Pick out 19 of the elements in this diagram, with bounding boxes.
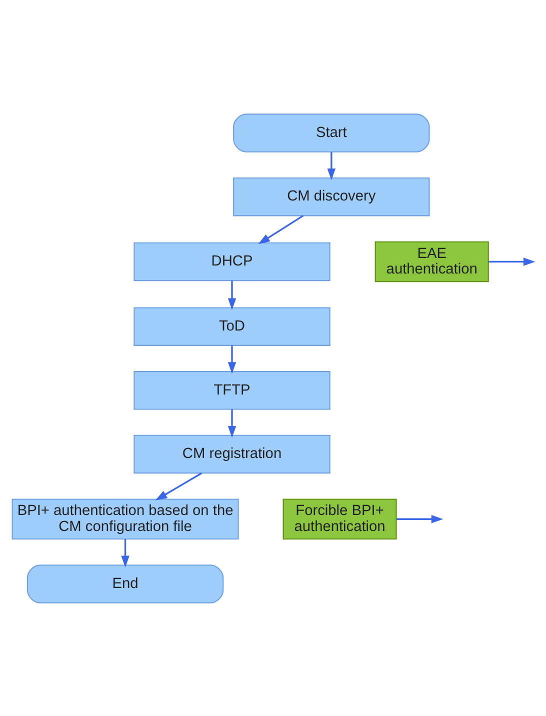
arrow	[155, 472, 202, 500]
node-box: DHCP	[134, 242, 330, 281]
arrow	[228, 280, 236, 310]
arrow	[488, 257, 536, 266]
node-box: CM discovery	[233, 176, 430, 216]
node-box: TFTP	[134, 370, 330, 410]
node-box: BPI+ authentication based on the CM configuration file	[12, 498, 239, 540]
node-box: ToD	[134, 306, 330, 346]
node-box: Forcible BPI+ authentication	[282, 498, 397, 540]
arrow	[258, 214, 304, 244]
node-box: Start	[233, 113, 430, 152]
node-box: End	[26, 564, 224, 603]
node-box: EAE authentication	[374, 240, 489, 282]
arrow	[228, 345, 236, 374]
arrow	[121, 538, 130, 567]
node-box: CM registration	[134, 434, 330, 474]
arrow	[396, 514, 444, 523]
arrow	[228, 408, 236, 438]
arrow	[327, 151, 336, 180]
